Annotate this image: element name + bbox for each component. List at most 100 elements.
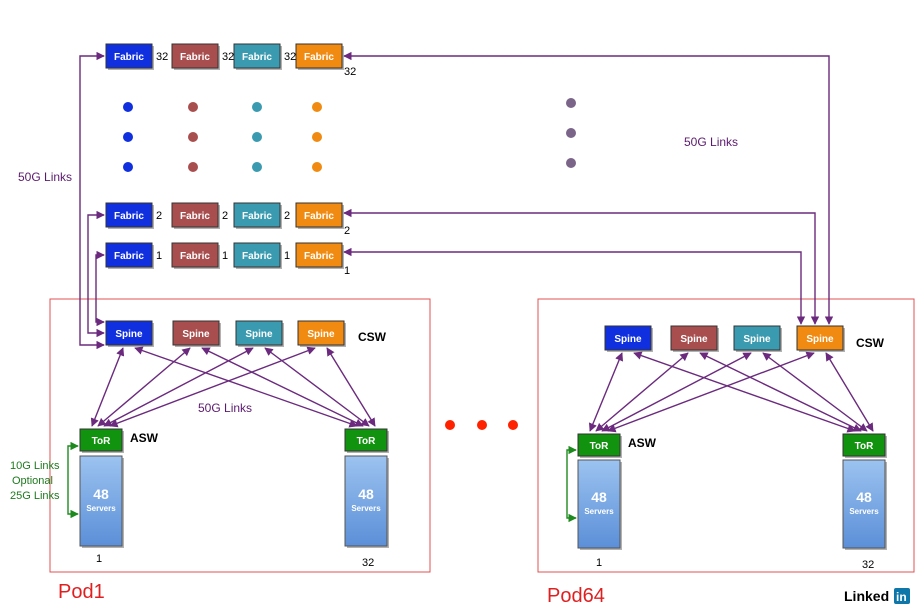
pod64-link-spine-teal-tor-0 [601, 352, 752, 432]
fabric-row-32-orange: Fabric [295, 43, 344, 70]
fabric-row-32-teal-label: Fabric [242, 52, 272, 63]
pod64-server-label-right: Servers [849, 507, 879, 516]
pod-ellipsis-dot-1 [445, 420, 455, 430]
asw-label-pod1: ASW [130, 431, 159, 445]
links-10g-label-line1: 10G Links [10, 460, 60, 472]
rack-number-pod1-left: 1 [96, 553, 102, 565]
fabric-row-32-teal: Fabric [233, 43, 282, 70]
pod-ellipsis-dot-3 [508, 420, 518, 430]
fabric-dot-orange-1 [312, 132, 322, 142]
pod64-link-spine-blue-tor-1 [633, 351, 856, 433]
pod1-server-label-right: Servers [351, 504, 381, 513]
fabric-row-1-orange-label: Fabric [304, 251, 334, 262]
fabric-dot-teal-2 [252, 162, 262, 172]
rack-number-pod64-left: 1 [596, 557, 602, 569]
pod1-spine-orange: Spine [297, 320, 346, 347]
pod64-link-spine-red-tor-0 [595, 352, 689, 432]
fabric-index-row-32-teal: 32 [284, 51, 296, 63]
links-layer [67, 51, 874, 523]
fabric-dot-blue-0 [123, 102, 133, 112]
pod1-tor-right-label: ToR [357, 436, 376, 447]
svg-text:in: in [896, 590, 907, 604]
fabric-index-row-1-orange: 1 [344, 265, 350, 277]
fabric-row-1-teal-label: Fabric [242, 251, 272, 262]
pod64-link-spine-orange-tor-0 [607, 351, 815, 433]
csw-label-pod1: CSW [358, 330, 387, 344]
pod1-link-spine-blue-tor-0 [90, 347, 125, 427]
svg-text:Linked: Linked [844, 588, 889, 604]
pod1-tor-server-link [67, 441, 79, 519]
pod1-spine-teal: Spine [235, 320, 284, 347]
csw-label-pod64: CSW [856, 336, 885, 350]
fabric-row-2-red-label: Fabric [180, 211, 210, 222]
pod1-spine-to-fabric-1 [95, 250, 105, 327]
fabric-row-32-blue-label: Fabric [114, 52, 144, 63]
pod1-spine-red-label: Spine [182, 329, 210, 340]
fabric-row-2-red: Fabric [171, 202, 220, 229]
pod1-link-spine-teal-tor-1 [264, 347, 370, 427]
pod64-tor-left-label: ToR [590, 441, 609, 452]
rack-number-pod1-right: 32 [362, 557, 374, 569]
pod64-spine-blue-label: Spine [614, 334, 642, 345]
fabric-dot-orange-2 [312, 162, 322, 172]
pod64-spine-to-fabric-32 [343, 51, 834, 325]
fabric-index-row-2-orange: 2 [344, 225, 350, 237]
fabric-row-32-red: Fabric [171, 43, 220, 70]
fabric-dot-blue-2 [123, 162, 133, 172]
pod1-tor-left-label: ToR [92, 436, 111, 447]
pod1-tor-right: ToR [344, 428, 389, 453]
pod1-link-spine-orange-tor-0 [109, 346, 316, 428]
fabric-row-2-orange: Fabric [295, 202, 344, 229]
pod1-link-spine-red-tor-0 [97, 347, 191, 427]
pod64-tor-left: ToR [577, 433, 622, 458]
fabric-row-1-teal: Fabric [233, 242, 282, 269]
links-50g-right-label: 50G Links [684, 135, 738, 149]
pod64-tor-right-label: ToR [855, 441, 874, 452]
fabric-index-row-32-orange: 32 [344, 66, 356, 78]
fabric-dot-red-1 [188, 132, 198, 142]
pod1-server-label-left: Servers [86, 504, 116, 513]
pod1-spine-teal-label: Spine [245, 329, 273, 340]
fabric-index-row-1-red: 1 [222, 250, 228, 262]
pod64-spine-red: Spine [670, 325, 719, 352]
pod64-link-spine-teal-tor-1 [762, 352, 868, 432]
fabric-index-row-32-red: 32 [222, 51, 234, 63]
fabric-row-1-red: Fabric [171, 242, 220, 269]
fabric-dot-red-2 [188, 162, 198, 172]
fabric-row-2-teal-label: Fabric [242, 211, 272, 222]
fabric-row-1-blue-label: Fabric [114, 251, 144, 262]
links-10g-label-line2: Optional [12, 475, 53, 487]
pod64-server-label-left: Servers [584, 507, 614, 516]
pod64-spine-orange-label: Spine [806, 334, 834, 345]
fabric-dot-teal-1 [252, 132, 262, 142]
pod64-spine-red-label: Spine [680, 334, 708, 345]
pod1-spine-orange-label: Spine [307, 329, 335, 340]
fabric-index-row-1-blue: 1 [156, 250, 162, 262]
pod1-label: Pod1 [58, 581, 105, 603]
pod64-server-count-left: 48 [591, 489, 607, 505]
fabric-row-2-teal: Fabric [233, 202, 282, 229]
linkedin-logo: Linked in [844, 588, 910, 604]
pod1-spine-to-fabric-32 [79, 51, 105, 350]
pod64-spine-blue: Spine [604, 325, 653, 352]
fabric-dot-blue-1 [123, 132, 133, 142]
fabric-row-32-red-label: Fabric [180, 52, 210, 63]
fabric-index-row-32-blue: 32 [156, 51, 168, 63]
pod64-tor-right: ToR [842, 433, 887, 458]
fabric-row-2-blue-label: Fabric [114, 211, 144, 222]
fabric-row-1-blue: Fabric [105, 242, 154, 269]
pod1-spine-to-fabric-2 [87, 210, 105, 338]
pod1-spine-red: Spine [172, 320, 221, 347]
pod1-spine-blue: Spine [105, 320, 154, 347]
fabric-index-row-2-teal: 2 [284, 210, 290, 222]
asw-label-pod64: ASW [628, 436, 657, 450]
links-10g-label-line3: 25G Links [10, 490, 60, 502]
pod64-link-spine-blue-tor-0 [588, 352, 624, 432]
pod1-border [49, 298, 431, 573]
pod64-spine-teal: Spine [733, 325, 782, 352]
fabric-index-row-2-blue: 2 [156, 210, 162, 222]
